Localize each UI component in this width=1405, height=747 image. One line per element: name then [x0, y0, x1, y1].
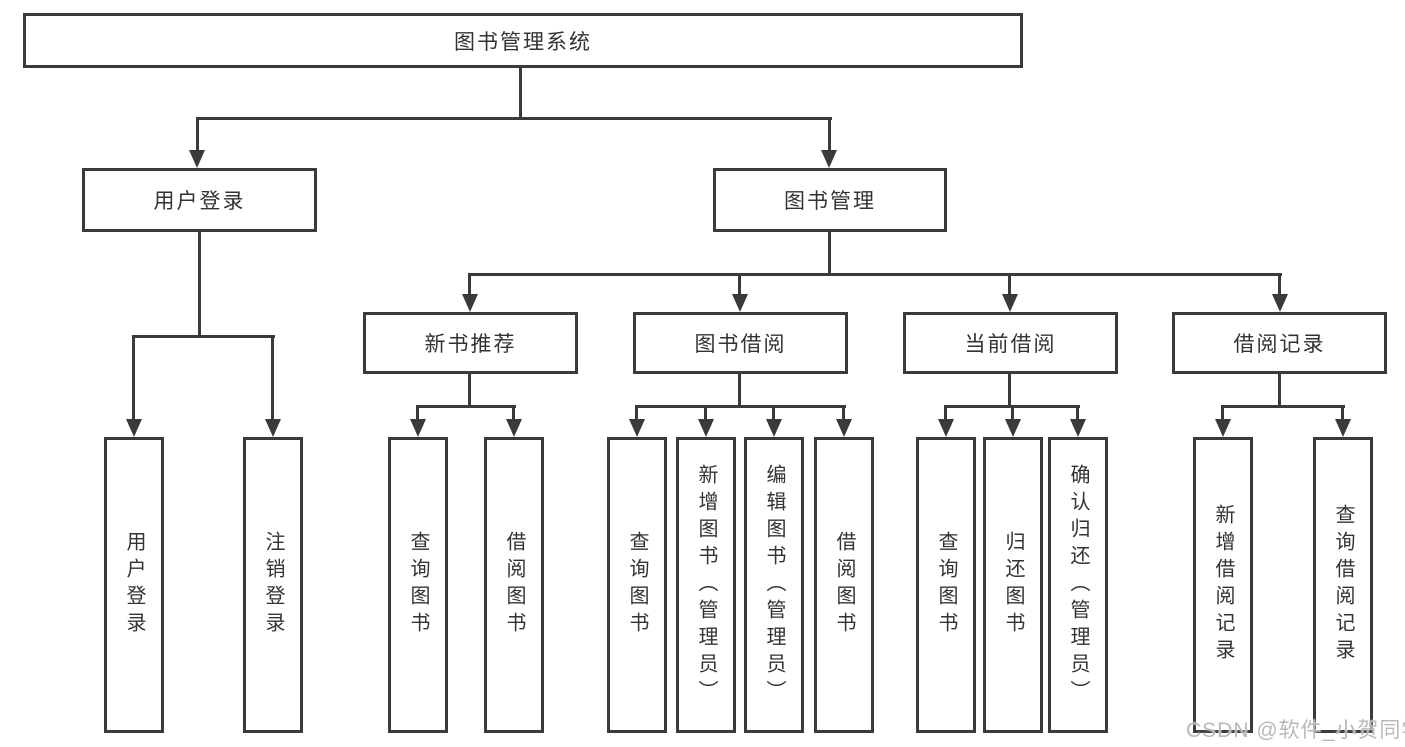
node-root-library-system: 图书管理系统	[23, 13, 1023, 68]
leaf-recommend-borrow-books: 借阅图书	[484, 437, 544, 733]
connector-line	[196, 117, 199, 152]
leaf-recommend-query-books-label: 查询图书	[407, 531, 429, 639]
connector-line	[416, 405, 419, 421]
node-root-label: 图书管理系统	[454, 30, 592, 54]
leaf-return-books: 归还图书	[983, 437, 1043, 733]
node-new-book-recommend-label: 新书推荐	[424, 333, 517, 356]
connector-line	[468, 273, 471, 297]
leaf-add-books-admin: 新增图书（管理员）	[676, 437, 736, 733]
node-borrow-records-label: 借阅记录	[1233, 333, 1326, 356]
leaf-borrow-query-books: 查询图书	[607, 437, 667, 733]
connector-line	[468, 374, 471, 408]
connector-line	[1278, 374, 1281, 408]
node-user-login: 用户登录	[82, 168, 317, 232]
connector-line	[635, 405, 638, 421]
arrow-down-icon	[506, 419, 522, 437]
connector-line	[704, 405, 707, 421]
connector-line	[132, 335, 135, 421]
connector-line	[1008, 273, 1011, 297]
connector-line	[132, 335, 275, 338]
arrow-down-icon	[732, 294, 748, 312]
arrow-down-icon	[462, 294, 478, 312]
leaf-current-query-books-label: 查询图书	[935, 531, 957, 639]
leaf-logout-label: 注销登录	[262, 531, 284, 639]
connector-line	[1076, 405, 1079, 421]
connector-line	[198, 232, 201, 337]
node-book-borrow: 图书借阅	[633, 312, 848, 374]
connector-line	[828, 232, 831, 276]
leaf-borrow-query-books-label: 查询图书	[626, 531, 648, 639]
connector-line	[635, 405, 846, 408]
arrow-down-icon	[629, 419, 645, 437]
csdn-watermark: CSDN @软件_小贺同学	[1186, 719, 1405, 742]
leaf-borrow-books-label: 借阅图书	[833, 531, 855, 639]
arrow-down-icon	[189, 150, 205, 168]
leaf-borrow-books: 借阅图书	[814, 437, 874, 733]
arrow-down-icon	[265, 419, 281, 437]
arrow-down-icon	[1272, 294, 1288, 312]
leaf-add-borrow-record-label: 新增借阅记录	[1212, 504, 1234, 666]
connector-line	[842, 405, 845, 421]
arrow-down-icon	[836, 419, 852, 437]
arrow-down-icon	[1070, 419, 1086, 437]
connector-line	[519, 68, 522, 119]
leaf-edit-books-admin-label: 编辑图书（管理员）	[763, 463, 785, 707]
connector-line	[1341, 405, 1344, 421]
node-user-login-label: 用户登录	[153, 190, 246, 213]
arrow-down-icon	[766, 419, 782, 437]
connector-line	[772, 405, 775, 421]
leaf-confirm-return-admin: 确认归还（管理员）	[1048, 437, 1108, 733]
arrow-down-icon	[1215, 419, 1231, 437]
node-current-borrow-label: 当前借阅	[964, 333, 1057, 356]
connector-line	[196, 117, 832, 120]
connector-line	[944, 405, 947, 421]
leaf-query-borrow-record-label: 查询借阅记录	[1332, 504, 1354, 666]
leaf-return-books-label: 归还图书	[1002, 531, 1024, 639]
node-current-borrow: 当前借阅	[903, 312, 1118, 374]
arrow-down-icon	[698, 419, 714, 437]
connector-line	[1008, 374, 1011, 408]
leaf-current-query-books: 查询图书	[916, 437, 976, 733]
connector-line	[738, 273, 741, 297]
leaf-confirm-return-admin-label: 确认归还（管理员）	[1067, 463, 1089, 707]
node-book-management: 图书管理	[713, 168, 947, 232]
connector-line	[468, 273, 1282, 276]
connector-line	[1011, 405, 1014, 421]
arrow-down-icon	[821, 150, 837, 168]
connector-line	[828, 117, 831, 152]
arrow-down-icon	[410, 419, 426, 437]
connector-line	[1221, 405, 1345, 408]
arrow-down-icon	[1002, 294, 1018, 312]
leaf-user-login-label: 用户登录	[123, 531, 145, 639]
connector-line	[512, 405, 515, 421]
leaf-add-borrow-record: 新增借阅记录	[1193, 437, 1253, 733]
leaf-recommend-borrow-books-label: 借阅图书	[503, 531, 525, 639]
leaf-add-books-admin-label: 新增图书（管理员）	[695, 463, 717, 707]
leaf-query-borrow-record: 查询借阅记录	[1313, 437, 1373, 733]
leaf-logout: 注销登录	[243, 437, 303, 733]
leaf-recommend-query-books: 查询图书	[388, 437, 448, 733]
node-new-book-recommend: 新书推荐	[363, 312, 578, 374]
connector-line	[1221, 405, 1224, 421]
node-borrow-records: 借阅记录	[1172, 312, 1387, 374]
node-book-borrow-label: 图书借阅	[694, 333, 787, 356]
arrow-down-icon	[938, 419, 954, 437]
node-book-management-label: 图书管理	[784, 190, 876, 213]
arrow-down-icon	[1005, 419, 1021, 437]
leaf-edit-books-admin: 编辑图书（管理员）	[744, 437, 804, 733]
connector-line	[1278, 273, 1281, 297]
connector-line	[738, 374, 741, 408]
leaf-user-login: 用户登录	[104, 437, 164, 733]
arrow-down-icon	[126, 419, 142, 437]
connector-line	[271, 335, 274, 421]
connector-line	[416, 405, 516, 408]
arrow-down-icon	[1335, 419, 1351, 437]
